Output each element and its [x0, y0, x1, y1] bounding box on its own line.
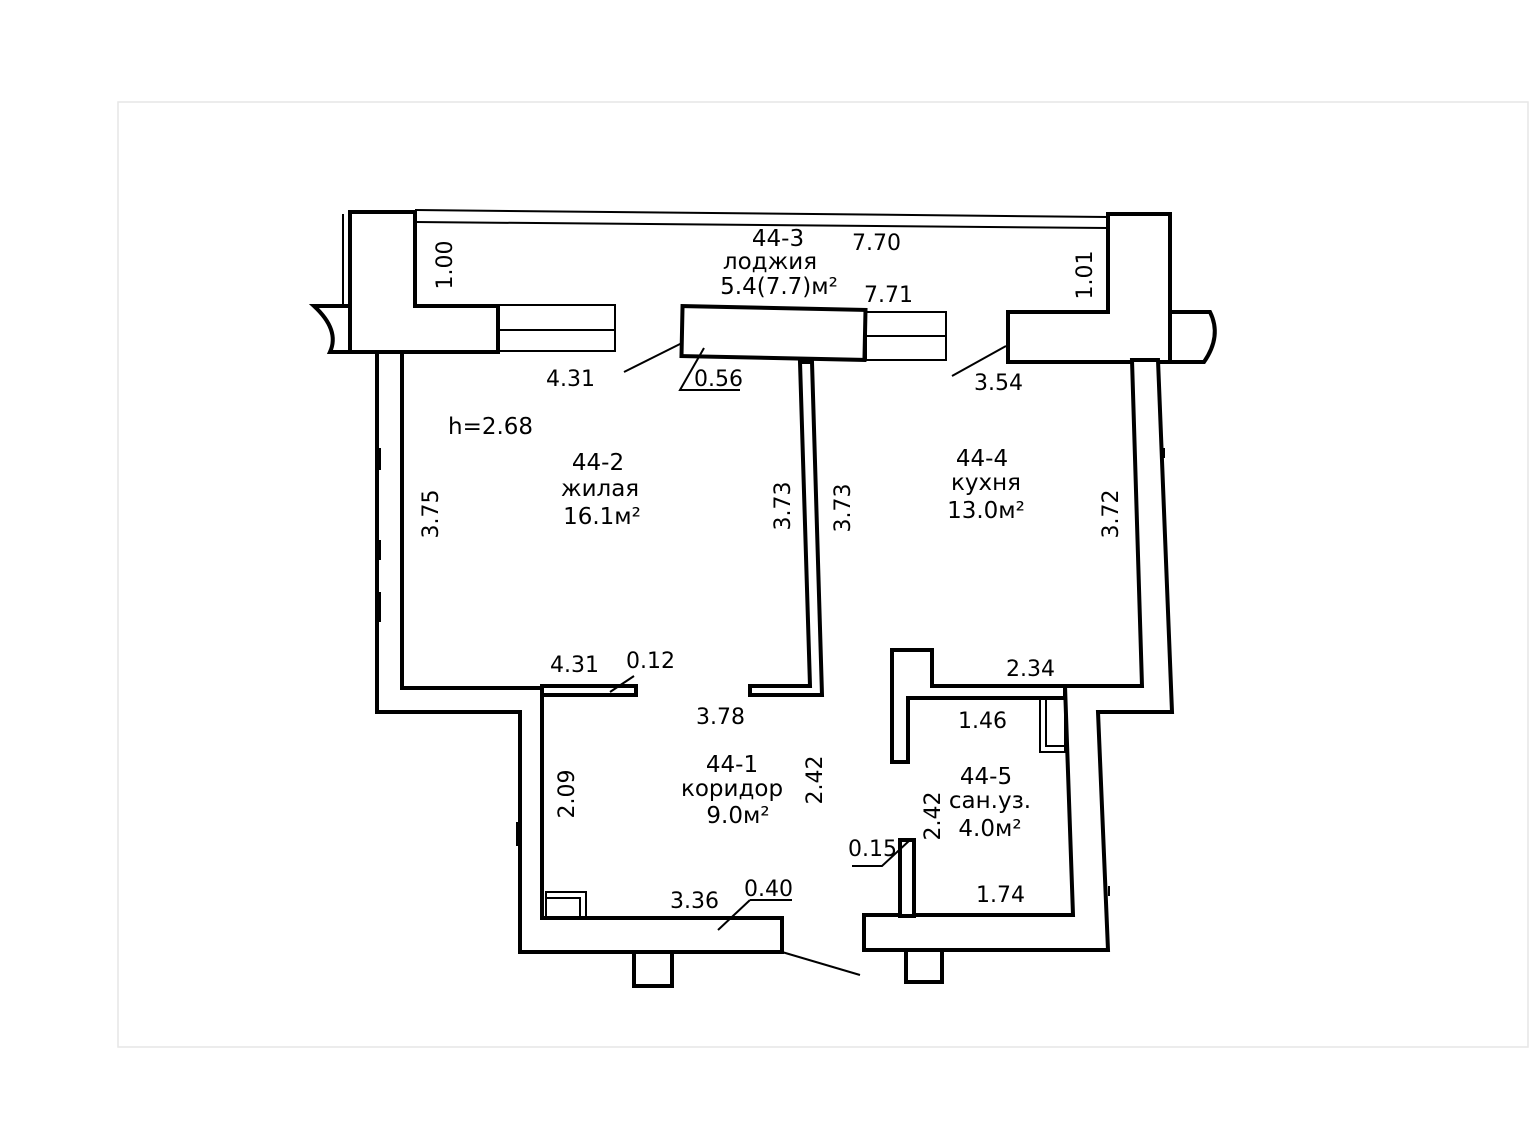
wall-bottom-stub-right — [904, 948, 944, 984]
dim-kitchen-bottom: 2.34 — [1006, 657, 1055, 682]
leader-lines — [609, 342, 1007, 931]
kitchen-area: 13.0м² — [947, 498, 1025, 524]
dim-kitchen-left: 3.73 — [831, 484, 856, 533]
wall-stub-left — [308, 304, 352, 354]
leader-living-partition — [609, 675, 635, 693]
dim-partition-top: 0.56 — [694, 367, 743, 392]
bathroom-name: сан.уз. — [949, 788, 1031, 814]
dim-corridor-top: 3.78 — [696, 705, 745, 730]
dim-bath-partition: 0.15 — [848, 837, 897, 862]
corridor-niche-inner — [545, 897, 581, 919]
loggia-name: лоджия — [723, 249, 817, 275]
wall-stub-right — [1168, 310, 1217, 364]
dim-loggia-right: 1.01 — [1073, 251, 1098, 300]
partition-living-kitchen — [748, 360, 825, 697]
living-area: 16.1м² — [563, 504, 641, 530]
dim-corridor-left: 2.09 — [555, 770, 580, 819]
kitchen-id: 44-4 — [956, 446, 1008, 472]
main-walls — [375, 350, 1175, 988]
loggia-id: 44-3 — [752, 226, 804, 252]
partition-bath-left — [898, 838, 916, 918]
ceiling-height: h=2.68 — [448, 414, 533, 440]
dim-bath-left: 2.42 — [921, 792, 946, 841]
dim-bath-top: 1.46 — [958, 709, 1007, 734]
dim-living-partition: 0.12 — [626, 649, 675, 674]
wall-right-outer — [862, 358, 1175, 952]
dim-loggia-bottom: 7.71 — [864, 283, 913, 308]
dim-living-left: 3.75 — [419, 490, 444, 539]
dim-corridor-bottom: 3.36 — [670, 889, 719, 914]
sheet-border — [117, 101, 1529, 1048]
living-name: жилая — [561, 476, 639, 502]
partitions — [540, 360, 1067, 919]
bath-niche — [1039, 697, 1066, 753]
wall-bottom-stub-left — [632, 950, 674, 988]
living-id: 44-2 — [572, 450, 624, 476]
dim-loggia-top: 7.70 — [852, 231, 901, 256]
loggia: 44-3 лоджия 5.4(7.7)м² 7.70 7.71 1.00 1.… — [308, 209, 1217, 364]
bath-niche-inner — [1045, 697, 1066, 747]
wall-loggia-left-pier — [348, 210, 500, 354]
leader-kitchen-top — [951, 345, 1007, 377]
dim-loggia-left: 1.00 — [433, 241, 458, 290]
bathroom-id: 44-5 — [960, 764, 1012, 790]
wall-left-outer — [375, 350, 784, 954]
bathroom-area: 4.0м² — [958, 816, 1021, 842]
corridor-id: 44-1 — [706, 752, 758, 778]
leader-bath-partition — [852, 839, 911, 867]
dim-kitchen-top: 3.54 — [974, 371, 1023, 396]
loggia-area: 5.4(7.7)м² — [720, 274, 838, 300]
dim-kitchen-right: 3.72 — [1099, 490, 1124, 539]
loggia-parapet-inner — [414, 221, 1109, 229]
dimension-labels: 4.31 0.56 3.54 3.75 3.73 3.73 3.72 4.31 … — [419, 367, 1124, 914]
dim-living-right: 3.73 — [771, 482, 796, 531]
loggia-parapet-outer — [414, 209, 1109, 218]
kitchen-name: кухня — [951, 470, 1021, 496]
corridor-area: 9.0м² — [706, 803, 769, 829]
window-living — [497, 304, 616, 352]
partition-living-bottom — [540, 684, 638, 697]
dim-living-top: 4.31 — [546, 367, 595, 392]
room-labels: h=2.68 44-2 жилая 16.1м² 44-4 кухня 13.0… — [448, 414, 1031, 842]
entrance-door — [781, 951, 861, 976]
wall-loggia-right-pier — [1006, 212, 1172, 364]
leader-corridor-partition — [717, 899, 751, 931]
wall-loggia-center — [679, 304, 868, 362]
corridor-name: коридор — [681, 776, 783, 802]
dim-living-bottom: 4.31 — [550, 653, 599, 678]
dim-bath-bottom: 1.74 — [976, 883, 1025, 908]
leader-living-top — [623, 342, 683, 373]
leader-partition-top — [678, 347, 740, 391]
dim-corridor-partition: 0.40 — [744, 877, 793, 902]
dim-corridor-right: 2.42 — [803, 756, 828, 805]
